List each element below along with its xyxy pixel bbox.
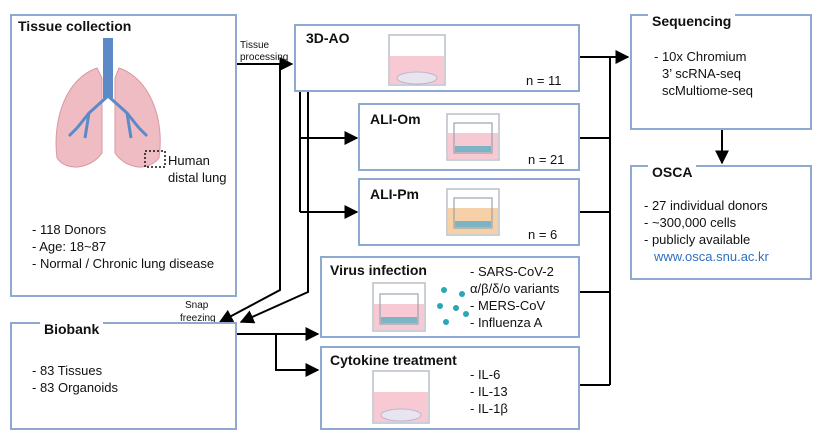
osca-item-public: - publicly available bbox=[644, 232, 751, 247]
virus-item-variants: α/β/δ/o variants bbox=[470, 281, 560, 296]
cytokine-well-icon bbox=[372, 370, 430, 424]
tissue-collection-title: Tissue collection bbox=[18, 18, 132, 34]
osca-item-cells: - ~300,000 cells bbox=[644, 215, 737, 230]
cytokine-item-il6: - IL-6 bbox=[470, 367, 501, 382]
sequencing-item-chromium: - 10x Chromium bbox=[654, 49, 747, 64]
ao-box: 3D-AO n = 11 bbox=[294, 24, 580, 92]
virus-item-influenza: - Influenza A bbox=[470, 315, 543, 330]
virus-infection-box: Virus infection - SARS-CoV-2 α/β/δ/o var… bbox=[320, 256, 580, 338]
osca-item-donors: - 27 individual donors bbox=[644, 198, 768, 213]
lung-label-line2: distal lung bbox=[168, 170, 227, 185]
sequencing-title: Sequencing bbox=[648, 13, 736, 29]
osca-link[interactable]: www.osca.snu.ac.kr bbox=[654, 249, 769, 264]
virus-well-icon bbox=[372, 282, 426, 332]
sequencing-item-multiome: scMultiome-seq bbox=[662, 83, 754, 98]
cytokine-item-il13: - IL-13 bbox=[470, 384, 508, 399]
ali-pm-well-icon bbox=[446, 188, 500, 236]
tissue-collection-box: Tissue collection Human distal lung - 11… bbox=[10, 14, 237, 297]
ali-om-n: n = 21 bbox=[528, 152, 565, 167]
tissue-item-age: - Age: 18~87 bbox=[32, 239, 107, 254]
tissue-item-disease: - Normal / Chronic lung disease bbox=[32, 256, 215, 271]
ali-om-box: ALI-Om n = 21 bbox=[358, 103, 580, 171]
osca-title: OSCA bbox=[648, 164, 697, 180]
cytokine-treatment-box: Cytokine treatment - IL-6 - IL-13 - IL-1… bbox=[320, 346, 580, 430]
biobank-box: Biobank - 83 Tissues - 83 Organoids bbox=[10, 321, 237, 430]
snap-freezing-label-2: freezing bbox=[180, 313, 216, 324]
biobank-title: Biobank bbox=[40, 321, 104, 337]
virus-item-sars: - SARS-CoV-2 bbox=[470, 264, 554, 279]
ao-well-icon bbox=[388, 34, 446, 86]
ao-n: n = 11 bbox=[526, 73, 562, 88]
biobank-item-organoids: - 83 Organoids bbox=[32, 380, 118, 395]
biobank-item-tissues: - 83 Tissues bbox=[32, 363, 103, 378]
ali-pm-box: ALI-Pm n = 6 bbox=[358, 178, 580, 246]
ao-title: 3D-AO bbox=[306, 30, 350, 46]
ali-pm-title: ALI-Pm bbox=[370, 186, 419, 202]
cytokine-item-il1b: - IL-1β bbox=[470, 401, 508, 416]
virus-infection-title: Virus infection bbox=[330, 262, 427, 278]
ali-om-well-icon bbox=[446, 113, 500, 161]
ali-pm-n: n = 6 bbox=[528, 227, 558, 242]
tissue-processing-label-1: Tissue bbox=[240, 40, 270, 51]
cytokine-treatment-title: Cytokine treatment bbox=[330, 352, 457, 368]
virus-item-mers: - MERS-CoV bbox=[470, 298, 546, 313]
sequencing-item-scrna: 3’ scRNA-seq bbox=[662, 66, 741, 81]
virus-particles-icon bbox=[437, 287, 469, 325]
lung-label-line1: Human bbox=[168, 153, 210, 168]
snap-freezing-label-1: Snap bbox=[185, 300, 209, 311]
tissue-item-donors: - 118 Donors bbox=[32, 222, 107, 237]
ali-om-title: ALI-Om bbox=[370, 111, 421, 127]
tissue-processing-label-2: processing bbox=[240, 52, 289, 63]
lung-illustration bbox=[55, 38, 166, 168]
sequencing-box: Sequencing - 10x Chromium 3’ scRNA-seq s… bbox=[630, 13, 812, 130]
osca-box: OSCA - 27 individual donors - ~300,000 c… bbox=[630, 164, 812, 280]
